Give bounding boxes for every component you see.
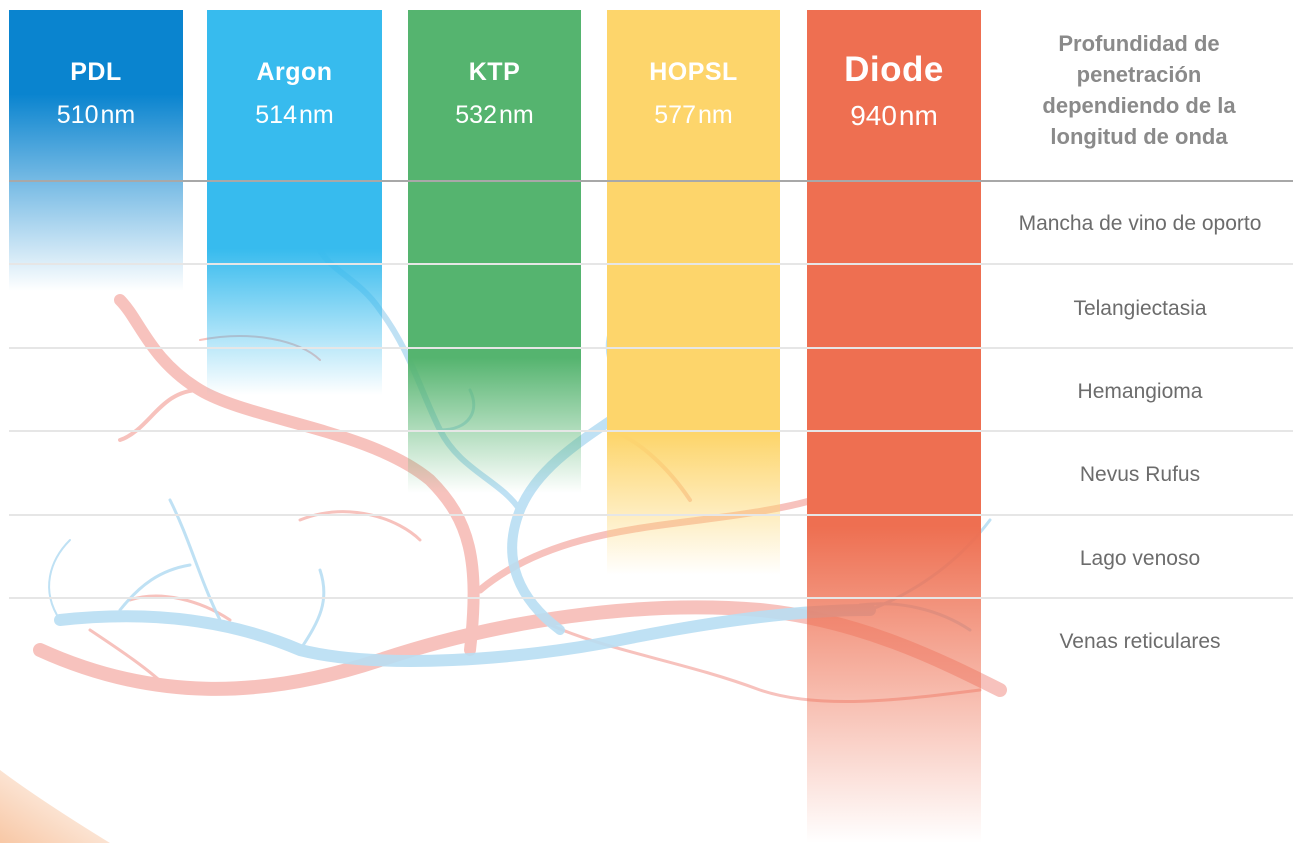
laser-name: Diode — [844, 50, 944, 89]
laser-wavelength: 514nm — [255, 101, 334, 129]
laser-bar-ktp: KTP 532nm — [408, 10, 581, 493]
laser-bar-hopsl: HOPSL 577nm — [607, 10, 780, 575]
depth-divider — [9, 263, 1293, 265]
laser-name: HOPSL — [649, 58, 738, 86]
orange-corner-accent — [0, 770, 110, 843]
heading-line: longitud de onda — [1050, 124, 1228, 149]
laser-bar-diode: Diode 940nm — [807, 10, 981, 843]
condition-label: Venas reticulares — [1059, 630, 1221, 653]
laser-name: Argon — [256, 58, 333, 86]
laser-name: KTP — [468, 58, 521, 86]
heading-line: Profundidad de — [1058, 31, 1220, 56]
condition-label: Nevus Rufus — [1079, 463, 1201, 486]
depth-heading: Profundidad de penetración dependiendo d… — [1003, 28, 1275, 152]
heading-line: dependiendo de la — [1042, 93, 1236, 118]
condition-label: Mancha de vino de oporto — [1018, 212, 1262, 235]
laser-name: PDL — [70, 58, 122, 86]
depth-divider — [9, 347, 1293, 349]
depth-divider — [9, 597, 1293, 599]
condition-label: Hemangioma — [1077, 380, 1203, 403]
laser-wavelength: 510nm — [56, 101, 136, 129]
laser-wavelength: 940nm — [850, 100, 938, 131]
condition-label: Telangiectasia — [1073, 297, 1207, 320]
header-divider — [9, 180, 1293, 182]
heading-line: penetración — [1076, 62, 1202, 87]
depth-divider — [9, 430, 1293, 432]
condition-label: Lago venoso — [1079, 547, 1201, 570]
laser-bar-pdl: PDL 510nm — [9, 10, 183, 291]
depth-divider — [9, 514, 1293, 516]
laser-bar-argon: Argon 514nm — [207, 10, 382, 395]
laser-wavelength: 532nm — [455, 101, 534, 129]
laser-wavelength: 577nm — [654, 101, 733, 129]
